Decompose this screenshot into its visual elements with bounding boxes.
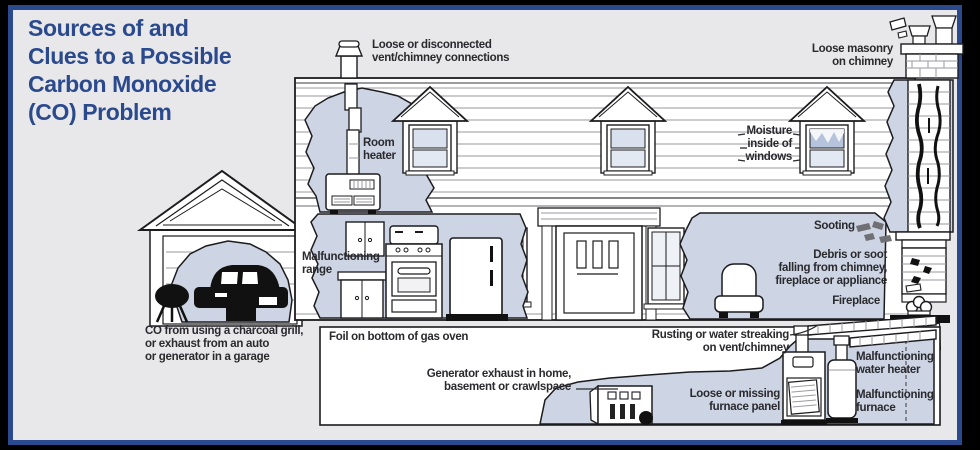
label-room-heater: Room heater (363, 137, 396, 162)
pointer-lines (576, 133, 819, 390)
room-heater-icon (325, 83, 381, 214)
front-door (537, 207, 661, 321)
label-loose-masonry: Loose masonry on chimney (811, 43, 893, 68)
page-title: Sources of and Clues to a Possible Carbo… (28, 15, 232, 126)
first-floor-window-right (643, 227, 689, 310)
label-furnace-panel: Loose or missing furnace panel (689, 388, 781, 413)
sooting-icon (856, 221, 892, 243)
label-co-garage: CO from using a charcoal grill, or exhau… (145, 325, 304, 363)
upper-cabinet-icon (345, 221, 385, 257)
furnace-icon (781, 325, 827, 425)
label-sooting: Sooting (814, 220, 855, 232)
lower-cabinet-icon (337, 271, 387, 319)
label-fireplace: Fireplace (832, 295, 880, 307)
vent-duct-icon (807, 315, 937, 348)
label-generator-exhaust: Generator exhaust in home, basement or c… (426, 368, 572, 393)
generator-icon (589, 384, 653, 426)
dormer-window-left (390, 85, 470, 176)
dormer-window-middle (588, 85, 668, 176)
chimney-icon (889, 15, 964, 233)
label-vent-connections: Loose or disconnected vent/chimney conne… (372, 39, 510, 64)
water-heater-icon (826, 335, 858, 423)
label-malfunctioning-range: Malfunctioning range (302, 251, 380, 276)
charcoal-grill-icon (155, 284, 189, 323)
roof-vent-icon (334, 40, 364, 79)
label-rusting-vent: Rusting or water streaking on vent/chimn… (651, 329, 790, 354)
garage (136, 169, 308, 327)
label-malfunctioning-water-heater: Malfunctioning water heater (856, 351, 934, 376)
moisture-window-icon (787, 85, 867, 176)
refrigerator-icon (446, 237, 508, 321)
armchair-icon (714, 263, 764, 318)
car-icon (194, 265, 288, 321)
label-foil-oven: Foil on bottom of gas oven (329, 331, 469, 343)
label-moisture-windows: Moisture inside of windows (745, 125, 793, 163)
label-debris-soot: Debris or soot falling from chimney, fir… (775, 249, 887, 287)
basement (319, 315, 941, 426)
label-malfunctioning-furnace: Malfunctioning furnace (856, 389, 934, 414)
range-icon (385, 225, 443, 319)
